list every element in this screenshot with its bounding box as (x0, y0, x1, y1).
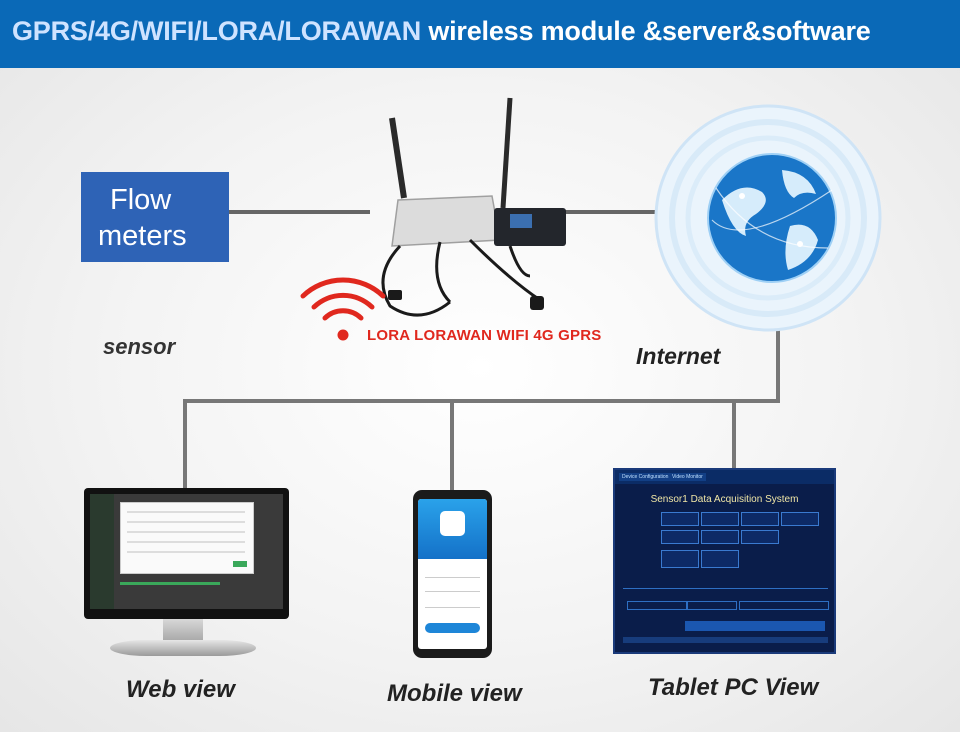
flow-meters-line2: meters (98, 220, 187, 252)
tablet-cell (661, 550, 699, 568)
antenna-icon (500, 97, 513, 209)
tablet-view-label: Tablet PC View (648, 674, 819, 701)
header-title-rest: wireless module &server&software (421, 16, 871, 46)
web-dialog (120, 502, 254, 574)
tablet-cell (741, 512, 779, 526)
web-view-screen (90, 494, 283, 609)
wifi-signal-icon (300, 277, 386, 341)
mobile-password-field (425, 591, 480, 592)
flow-meters-box: Flow meters (81, 172, 229, 262)
tablet-cell (701, 512, 739, 526)
tablet-pc: Device Configuration Video Monitor Senso… (613, 468, 836, 654)
tablet-history-panel (623, 588, 829, 647)
tablet-cell (741, 530, 779, 544)
mobile-server-field (425, 607, 480, 608)
web-view-label: Web view (126, 676, 235, 703)
mobile-login-button (425, 623, 480, 633)
web-sidebar (90, 494, 114, 609)
mobile-screen (418, 499, 487, 649)
web-view-monitor (84, 488, 289, 619)
header-title-protocols: GPRS/4G/WIFI/LORA/LORAWAN (12, 16, 422, 46)
flow-meters-line1: Flow (110, 184, 172, 216)
gateway-device (381, 97, 566, 317)
tablet-tab-bar: Device Configuration Video Monitor (615, 470, 834, 484)
header-banner: GPRS/4G/WIFI/LORA/LORAWAN wireless modul… (0, 0, 960, 68)
line-internet-bus (183, 330, 780, 488)
cloud-app-icon (440, 511, 465, 536)
antenna-icon (389, 117, 407, 199)
tablet-tab-video: Video Monitor (669, 473, 706, 481)
tablet-tab-config: Device Configuration (619, 473, 672, 481)
tablet-screen-title: Sensor1 Data Acquisition System (650, 494, 799, 505)
tablet-cell (701, 550, 739, 568)
tablet-cell (661, 530, 699, 544)
globe-icon (654, 104, 882, 332)
tablet-cell (701, 530, 739, 544)
sensor-label: sensor (103, 334, 176, 359)
mobile-username-field (425, 577, 480, 578)
monitor-base (110, 640, 256, 656)
internet-label: Internet (636, 343, 721, 369)
gateway-protocols-label: LORA LORAWAN WIFI 4G GPRS (367, 327, 602, 344)
tablet-cell (781, 512, 819, 526)
mobile-phone (413, 490, 492, 658)
tablet-cell (661, 512, 699, 526)
mobile-view-label: Mobile view (387, 680, 522, 707)
header-title: GPRS/4G/WIFI/LORA/LORAWAN wireless modul… (12, 16, 871, 47)
mobile-header (418, 499, 487, 559)
monitor-stand (163, 619, 203, 641)
